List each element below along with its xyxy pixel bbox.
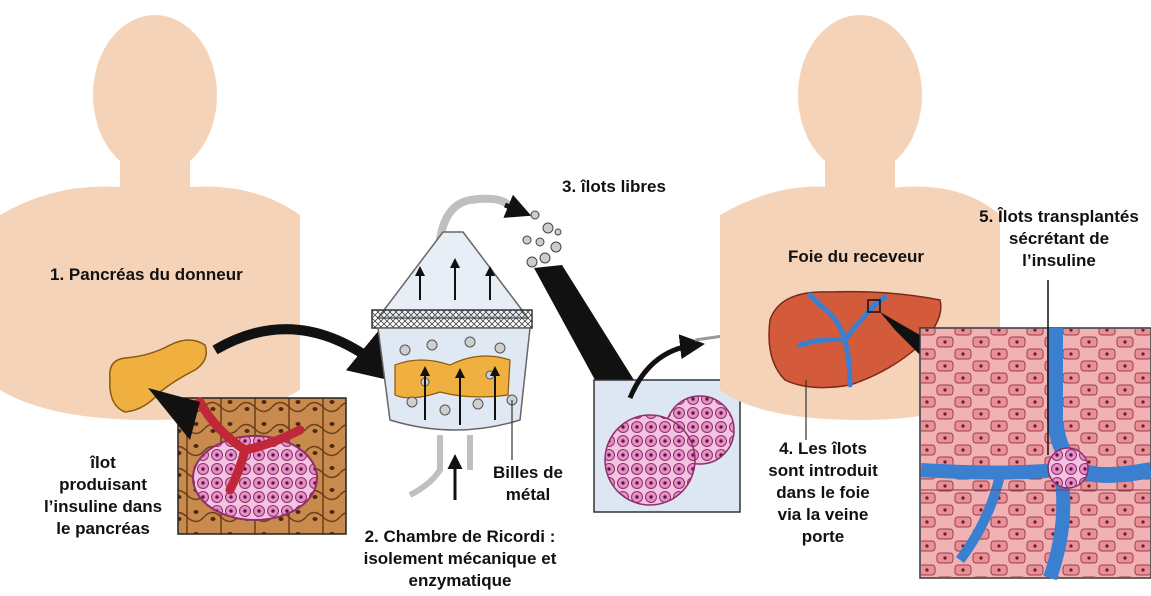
- label-free-islets: 3. îlots libres: [562, 176, 666, 198]
- free-islets-dots: [523, 211, 561, 267]
- label-transplanted-islets: 5. Îlots transplantés sécrétant de l’ins…: [968, 206, 1150, 272]
- label-islet-in-pancreas: îlot produisant l’insuline dans le pancr…: [28, 452, 178, 540]
- label-metal-beads: Billes de métal: [472, 462, 584, 506]
- magnify-beam: [534, 265, 634, 380]
- label-islets-into-liver: 4. Les îlots sont introduit dans le foie…: [748, 438, 898, 548]
- label-donor-pancreas: 1. Pancréas du donneur: [50, 264, 243, 286]
- label-ricordi-chamber: 2. Chambre de Ricordi : isolement mécani…: [340, 526, 580, 592]
- magnified-islets-inset: [594, 380, 740, 512]
- ricordi-chamber: [372, 199, 532, 500]
- label-recipient-liver: Foie du receveur: [788, 246, 924, 268]
